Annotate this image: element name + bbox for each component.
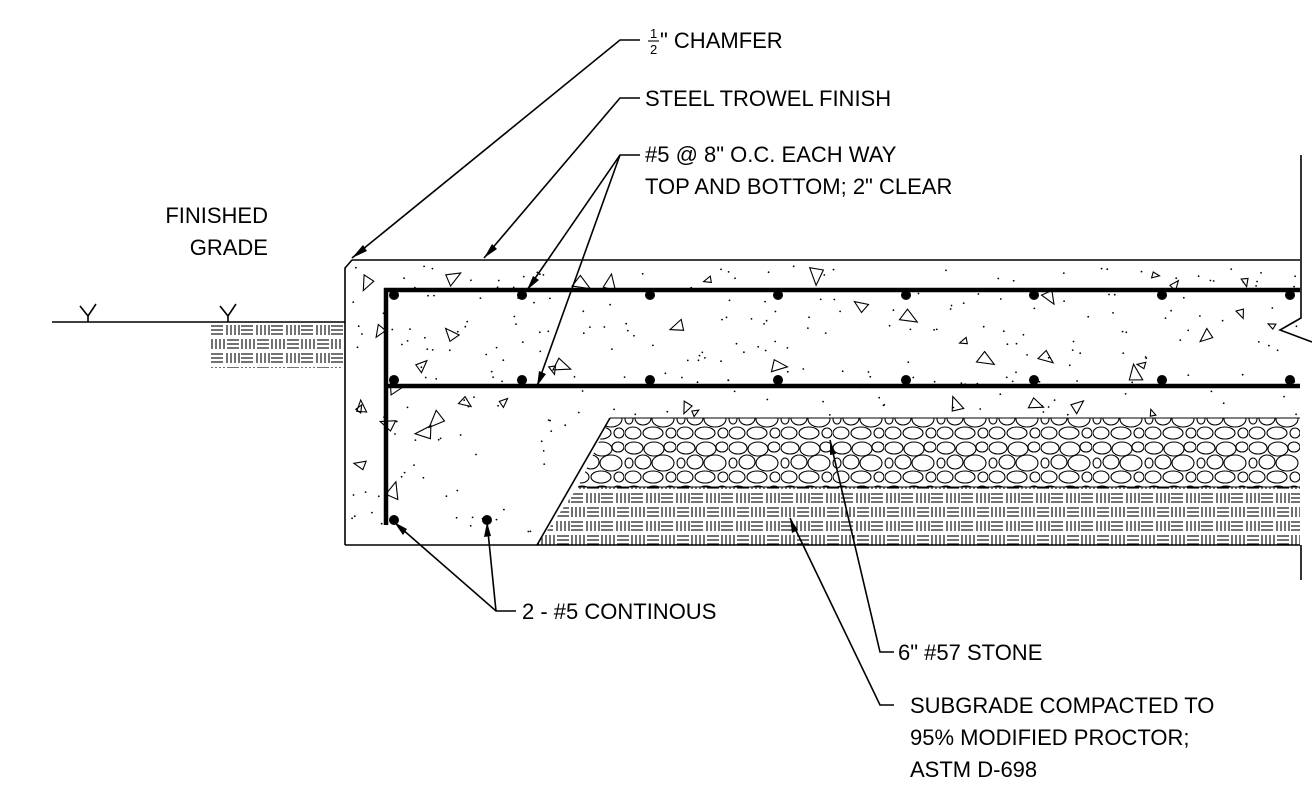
rebar-dot xyxy=(773,375,783,385)
chamfer-fraction-numerator: 1 xyxy=(650,26,657,41)
rebar-dot xyxy=(645,375,655,385)
rebar-dots xyxy=(389,290,1295,525)
leaders xyxy=(351,39,894,706)
continuous-bar-dot xyxy=(482,515,492,525)
continuous-bar-dot xyxy=(389,515,399,525)
rebar-dot xyxy=(389,290,399,300)
rebar-label-line2: TOP AND BOTTOM; 2" CLEAR xyxy=(645,174,952,199)
subgrade-label-line1: SUBGRADE COMPACTED TO xyxy=(910,693,1214,718)
rebar-label-line1: #5 @ 8" O.C. EACH WAY xyxy=(645,142,897,167)
rebar-dot xyxy=(773,290,783,300)
continuous-bars-label: 2 - #5 CONTINOUS xyxy=(522,599,716,624)
finished-grade xyxy=(52,303,345,368)
chamfer-fraction-denominator: 2 xyxy=(650,42,657,57)
rebar-dot xyxy=(1029,375,1039,385)
rebar-dot xyxy=(517,375,527,385)
edge-rebar xyxy=(383,287,1300,525)
subgrade-label-line2: 95% MODIFIED PROCTOR; xyxy=(910,725,1190,750)
concrete-stipple xyxy=(351,265,1298,533)
rebar-dot xyxy=(1157,375,1167,385)
rebar-dot xyxy=(1157,290,1167,300)
rebar-dot xyxy=(517,290,527,300)
grade-label-line1: FINISHED xyxy=(165,203,268,228)
stone-base xyxy=(578,418,1300,487)
grade-label-line2: GRADE xyxy=(190,235,268,260)
subgrade xyxy=(537,487,1300,545)
rebar-dot xyxy=(1285,290,1295,300)
rebar-dot xyxy=(901,290,911,300)
trowel-finish-label: STEEL TROWEL FINISH xyxy=(645,86,891,111)
chamfer-label: " CHAMFER xyxy=(660,28,783,53)
rebar-dot xyxy=(645,290,655,300)
stone-label: 6" #57 STONE xyxy=(898,640,1042,665)
rebar-dot xyxy=(1285,375,1295,385)
rebar-dot xyxy=(1029,290,1039,300)
break-line xyxy=(1278,155,1312,580)
subgrade-label-line3: ASTM D-698 xyxy=(910,757,1037,782)
rebar-dot xyxy=(389,375,399,385)
rebar-dot xyxy=(901,375,911,385)
